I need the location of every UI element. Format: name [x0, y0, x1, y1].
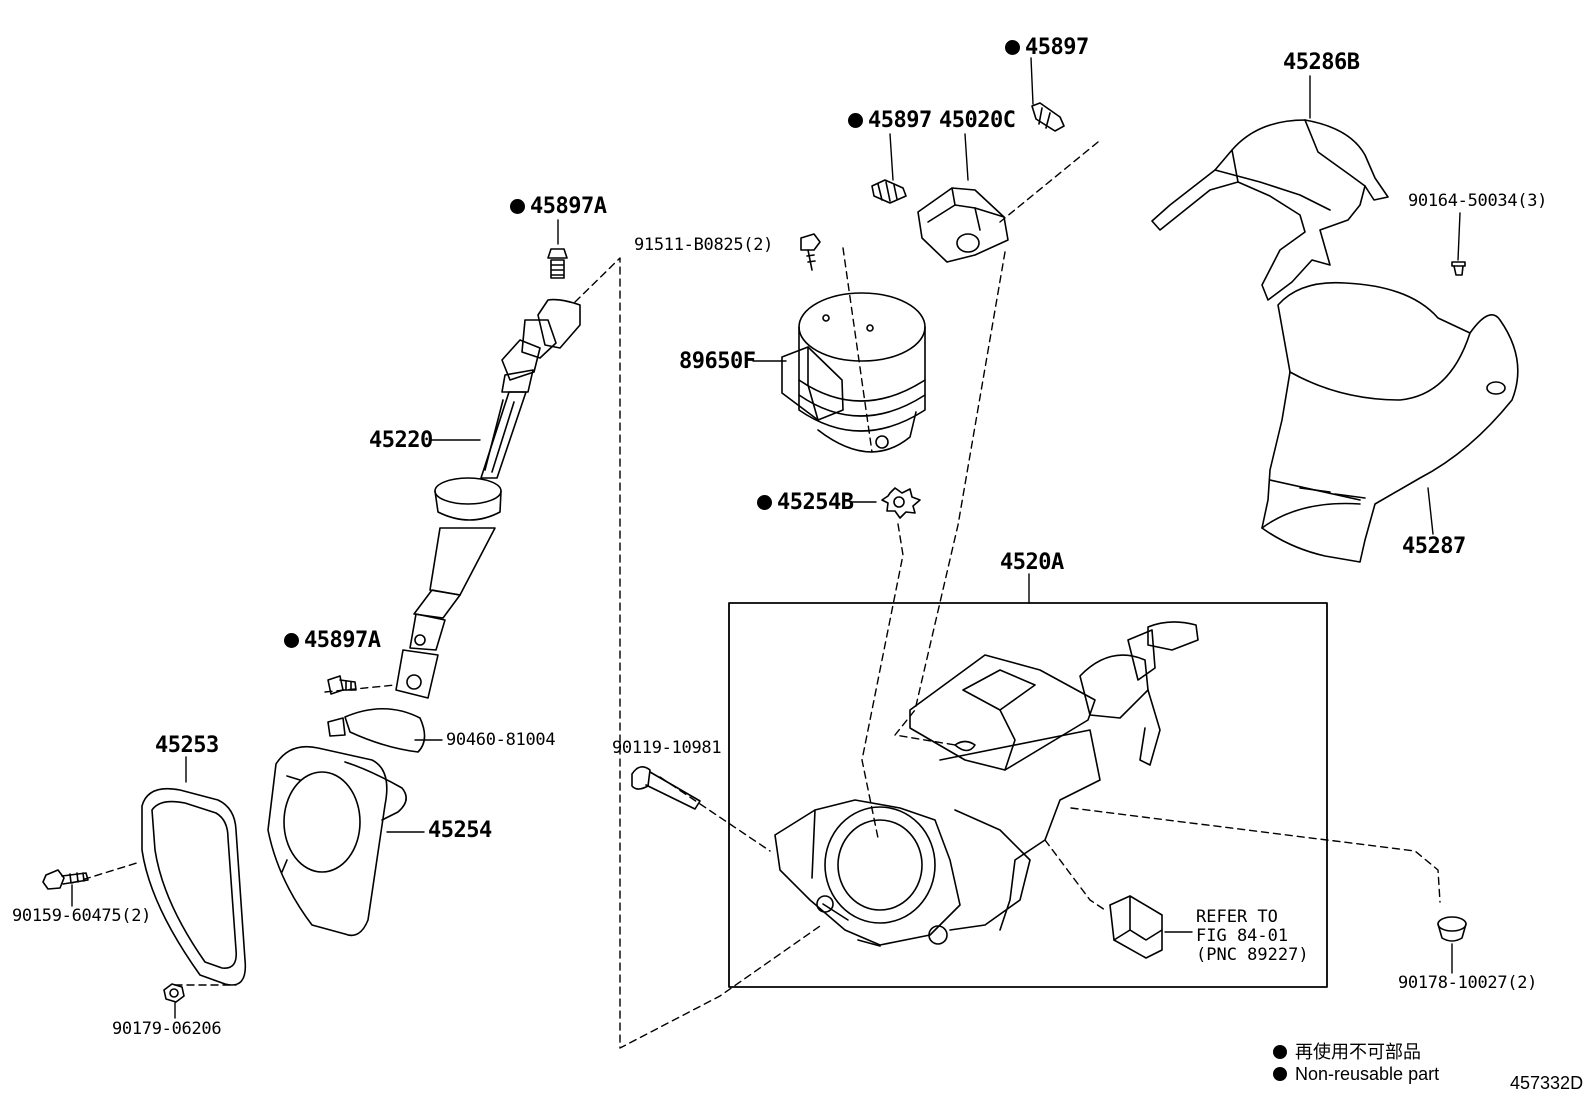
label-45220: 45220 [369, 428, 433, 453]
non-reusable-dot-icon [284, 633, 299, 648]
label-45286b: 45286B [1283, 50, 1360, 75]
label-90460: 90460-81004 [446, 730, 556, 750]
bolt-90159-icon [42, 869, 89, 890]
nut-90179-icon [163, 983, 185, 1003]
upper-cover-45286b-icon [1151, 119, 1389, 301]
diagram-id: 457332D [1510, 1073, 1584, 1093]
intermediate-shaft-45220-icon [395, 298, 581, 699]
motor-89650f-icon [781, 292, 926, 453]
grommet-90178-icon [1437, 916, 1467, 942]
guide-lines [71, 141, 1441, 1049]
non-reusable-dot-icon [1005, 40, 1020, 55]
label-45253: 45253 [155, 733, 219, 758]
label-90159: 90159-60475(2) [12, 906, 152, 926]
steering-column-4520a-icon [774, 621, 1199, 947]
label-45254: 45254 [428, 818, 492, 843]
steering-column-assembly-frame [728, 602, 1328, 988]
sensor-89227-icon [1109, 895, 1163, 959]
refer-line-3: (PNC 89227) [1196, 945, 1309, 965]
label-45897-mid: 45897 [848, 110, 932, 132]
star-washer-45254b-icon [881, 487, 921, 519]
label-45020c: 45020C [939, 108, 1016, 133]
non-reusable-dot-icon [848, 113, 863, 128]
label-90178: 90178-10027(2) [1398, 973, 1538, 993]
label-90179: 90179-06206 [112, 1019, 222, 1039]
label-90164: 90164-50034(3) [1408, 191, 1548, 211]
bolt-91511-icon [800, 233, 821, 271]
label-45897-top: 45897 [1005, 37, 1089, 59]
legend-english: Non-reusable part [1273, 1064, 1439, 1085]
clamp-90460-icon [327, 708, 426, 753]
non-reusable-dot-icon [510, 199, 525, 214]
label-91511: 91511-B0825(2) [634, 235, 774, 255]
leader-lines [71, 57, 1461, 1019]
screw-90164-icon [1451, 261, 1466, 276]
bolt-45897-mid-icon [871, 179, 907, 204]
label-45287: 45287 [1402, 534, 1466, 559]
label-45254b: 45254B [757, 492, 854, 514]
non-reusable-dot-icon [757, 495, 772, 510]
refer-line-1: REFER TO [1196, 907, 1278, 927]
label-45897a-low: 45897A [284, 630, 381, 652]
non-reusable-dot-icon [1273, 1045, 1287, 1059]
lower-cover-45287-icon [1261, 281, 1519, 563]
label-89650f: 89650F [679, 349, 756, 374]
legend-japanese: 再使用不可部品 [1273, 1038, 1421, 1064]
refer-note: REFER TO FIG 84-01 (PNC 89227) [1196, 908, 1309, 965]
bolt-90119-icon [631, 766, 701, 810]
label-4520a: 4520A [1000, 550, 1064, 575]
bracket-45020c-icon [917, 187, 1009, 263]
bolt-45897a-top-icon [547, 248, 568, 279]
plate-45253-icon [141, 787, 247, 986]
label-90119: 90119-10981 [612, 738, 722, 758]
bolt-45897-top-icon [1031, 102, 1065, 132]
non-reusable-dot-icon [1273, 1067, 1287, 1081]
bolt-45897a-low-icon [327, 675, 357, 695]
refer-line-2: FIG 84-01 [1196, 926, 1289, 946]
label-45897a-top: 45897A [510, 196, 607, 218]
boot-45254-icon [267, 745, 407, 937]
